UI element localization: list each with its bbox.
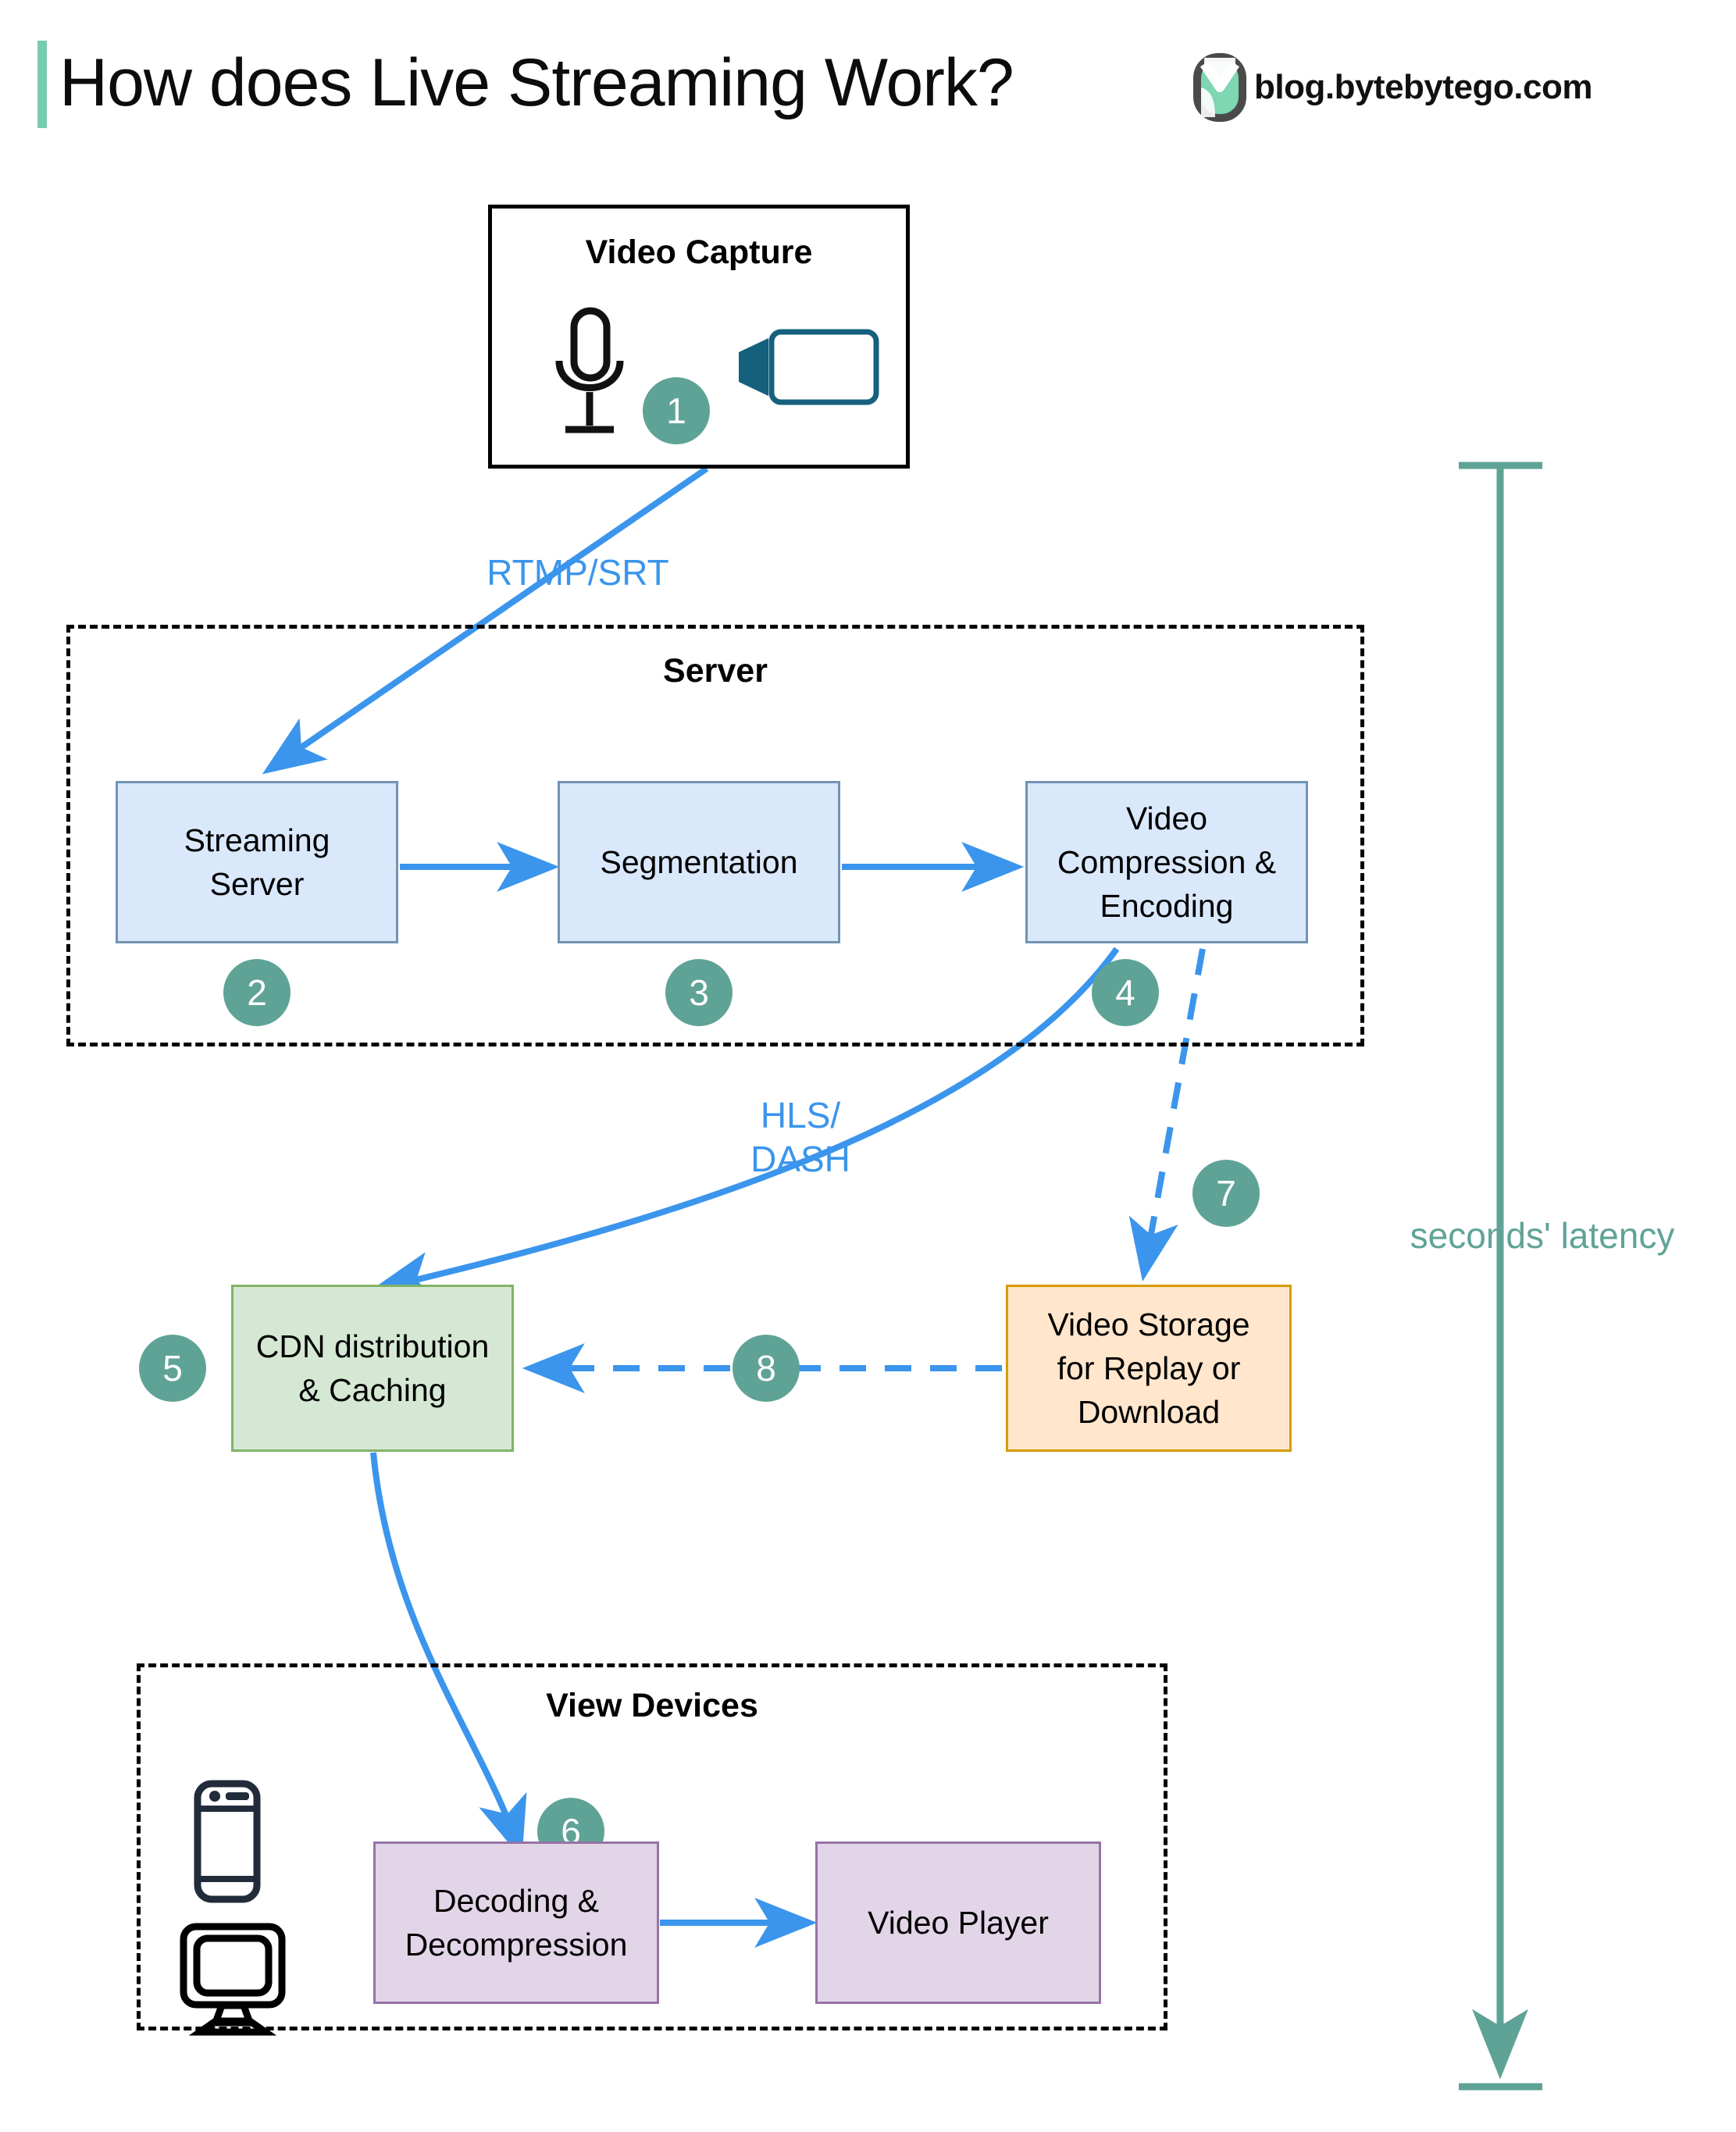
microphone-icon: [555, 307, 624, 433]
brand-logo: blog.bytebytego.com: [1193, 53, 1592, 122]
step-badge-1: 1: [643, 377, 710, 444]
step-badge-7: 7: [1192, 1160, 1260, 1227]
brand-text: blog.bytebytego.com: [1254, 68, 1592, 106]
camcorder-icon: [739, 329, 879, 405]
step-badge-8: 8: [733, 1335, 800, 1402]
step-badge-4: 4: [1092, 959, 1159, 1026]
accent-bar: [37, 41, 47, 128]
smartphone-icon: [194, 1780, 261, 1903]
node-streaming-server[interactable]: Streaming Server: [116, 781, 398, 943]
node-video-compression[interactable]: Video Compression & Encoding: [1025, 781, 1308, 943]
view-devices-group: [137, 1663, 1167, 2030]
edge-label-rtmp-srt: RTMP/SRT: [487, 552, 669, 593]
step-badge-2: 2: [223, 959, 291, 1026]
step-badge-3: 3: [665, 959, 733, 1026]
node-video-storage[interactable]: Video Storage for Replay or Download: [1006, 1285, 1292, 1452]
server-group-title: Server: [663, 652, 768, 690]
server-group: [66, 625, 1364, 1046]
edge-label-hls-dash: HLS/ DASH: [750, 1095, 850, 1179]
node-cdn-distribution[interactable]: CDN distribution & Caching: [231, 1285, 514, 1452]
latency-label: seconds' latency: [1410, 1215, 1675, 1256]
node-decoding-decompression[interactable]: Decoding & Decompression: [373, 1841, 659, 2004]
bytebytego-logo-icon: [1193, 53, 1246, 122]
node-segmentation[interactable]: Segmentation: [558, 781, 840, 943]
desktop-monitor-icon: [180, 1923, 286, 2036]
page-title: How does Live Streaming Work?: [59, 45, 1014, 120]
view-devices-group-title: View Devices: [546, 1687, 758, 1724]
video-capture-title: Video Capture: [585, 234, 813, 271]
step-badge-5: 5: [139, 1335, 206, 1402]
node-video-player[interactable]: Video Player: [815, 1841, 1101, 2004]
